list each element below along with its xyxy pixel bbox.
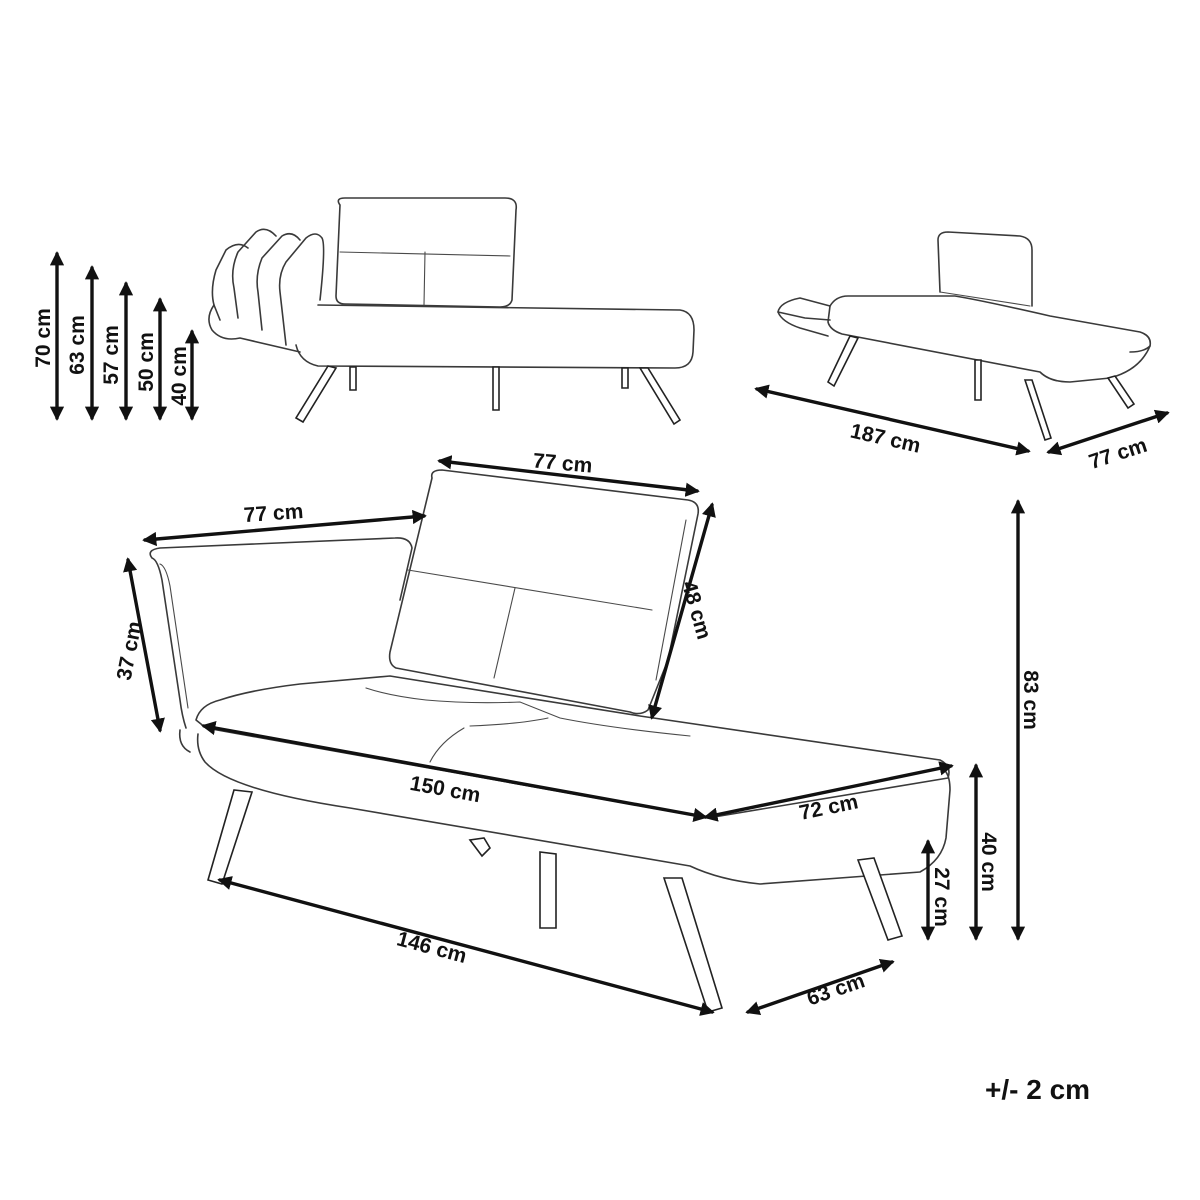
height-label-57: 57 cm bbox=[100, 325, 123, 385]
dim-line-146 bbox=[217, 876, 715, 1016]
dim-line-77-backrest bbox=[437, 455, 700, 497]
total-height-label: 83 cm bbox=[1019, 670, 1042, 730]
dim-line-77-top bbox=[1046, 409, 1170, 456]
dim-line-72 bbox=[703, 761, 954, 822]
main-view-dimensions: 77 cm 77 cm 37 cm 48 cm 150 cm 72 cm 83 … bbox=[113, 449, 1042, 1016]
flat-view-dimensions: 187 cm 77 cm bbox=[754, 384, 1170, 474]
height-label-63: 63 cm bbox=[66, 315, 89, 375]
leg-height-label: 27 cm bbox=[930, 867, 953, 927]
armrest-height-label: 37 cm bbox=[113, 619, 147, 682]
seat-height-label: 40 cm bbox=[977, 832, 1000, 892]
base-length-label: 146 cm bbox=[394, 927, 469, 968]
dim-line-150 bbox=[201, 721, 708, 822]
backrest-width-label: 77 cm bbox=[532, 449, 593, 477]
height-label-40: 40 cm bbox=[168, 346, 191, 406]
dim-line-187 bbox=[754, 384, 1031, 456]
base-depth-label: 63 cm bbox=[804, 969, 868, 1010]
height-label-70: 70 cm bbox=[32, 308, 55, 368]
height-dimensions-left: 70 cm 63 cm 57 cm 50 cm 40 cm bbox=[32, 251, 200, 421]
dim-line-77-armrest bbox=[142, 509, 427, 547]
tolerance-note: +/- 2 cm bbox=[985, 1074, 1091, 1105]
dim-line-63 bbox=[745, 959, 895, 1015]
top-depth-label: 77 cm bbox=[1086, 434, 1150, 474]
dim-line-48 bbox=[648, 502, 716, 720]
side-view-sketch bbox=[208, 197, 695, 426]
main-view-sketch bbox=[149, 469, 951, 1013]
dim-line-37 bbox=[123, 557, 165, 733]
armrest-length-label: 77 cm bbox=[243, 500, 304, 527]
height-label-50: 50 cm bbox=[135, 332, 158, 392]
seat-length-label: 150 cm bbox=[408, 772, 482, 807]
flat-view-sketch bbox=[777, 231, 1152, 442]
